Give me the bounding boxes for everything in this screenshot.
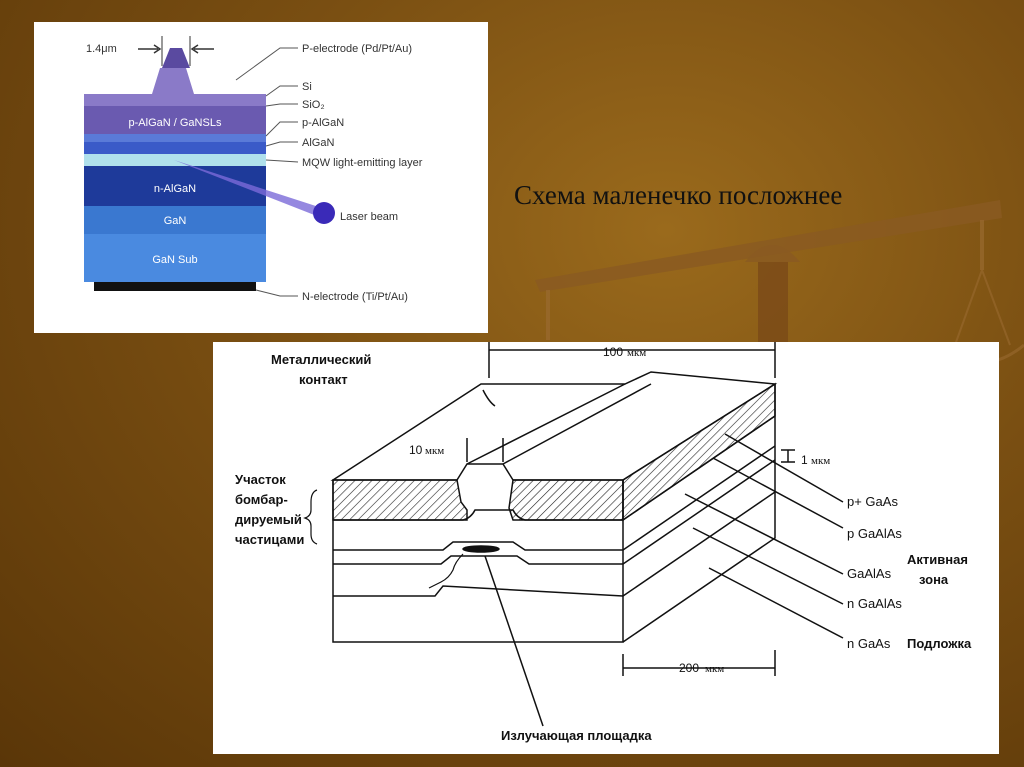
metal-contact-label-1: Металлический — [271, 352, 371, 367]
layer-n-electrode — [94, 282, 256, 291]
ridge-electrode — [162, 48, 190, 68]
layer-p-algan — [84, 134, 266, 142]
width-100-value: 100 — [603, 345, 623, 359]
width-200-value: 200 — [679, 661, 699, 675]
bombarded-label-2: бомбар- — [235, 492, 288, 507]
stripe-laser-schematic: 100 мкм 10 мкм 1 мкм 200 мкм Металлическ… — [235, 342, 972, 743]
gan-layer-stack: 1.4μm p-AlGaN / GaNSLs n-AlGaN GaN GaN S… — [84, 36, 423, 303]
label-gan: GaN — [164, 215, 187, 227]
callout-algan: AlGaN — [302, 137, 334, 149]
callout-n-electrode: N-electrode (Ti/Pt/Au) — [302, 291, 408, 303]
active-zone-label-1: Активная — [907, 552, 968, 567]
layer-label-p-plus-gaas: p+ GaAs — [847, 494, 898, 509]
layer-mqw — [84, 154, 266, 166]
callout-p-algan: p-AlGaN — [302, 117, 344, 129]
laser-beam-spot — [313, 202, 335, 224]
callout-si: Si — [302, 81, 312, 93]
thickness-1-unit: мкм — [811, 455, 830, 467]
width-10-unit: мкм — [425, 445, 444, 457]
substrate-label: Подложка — [907, 636, 972, 651]
callout-p-electrode: P-electrode (Pd/Pt/Au) — [302, 43, 412, 55]
callout-sio2: SiO₂ — [302, 99, 325, 111]
label-n-algan: n-AlGaN — [154, 183, 196, 195]
metal-contact-label-2: контакт — [299, 372, 348, 387]
width-10-value: 10 — [409, 443, 423, 457]
layer-algan — [84, 142, 266, 154]
layer-sio2 — [84, 68, 266, 106]
label-gan-sub: GaN Sub — [152, 254, 197, 266]
slide-caption: Схема маленечко посложнее — [514, 180, 843, 210]
layer-label-n-gaalas: n GaAlAs — [847, 596, 902, 611]
bombarded-label-1: Участок — [235, 472, 286, 487]
thickness-1-value: 1 — [801, 453, 808, 467]
width-100-unit: мкм — [627, 347, 646, 359]
stripe-laser-diagram: 100 мкм 10 мкм 1 мкм 200 мкм Металлическ… — [213, 342, 999, 754]
callout-mqw: MQW light-emitting layer — [302, 157, 423, 169]
layer-n-algan — [84, 166, 266, 206]
layer-label-n-gaas: n GaAs — [847, 636, 891, 651]
layer-label-gaalas: GaAlAs — [847, 566, 892, 581]
emitting-area-label: Излучающая площадка — [501, 728, 652, 743]
width-label: 1.4μm — [86, 43, 117, 55]
layer-label-p-gaalas: p GaAlAs — [847, 526, 902, 541]
callout-laser-beam: Laser beam — [340, 211, 398, 223]
gan-laser-diagram: 1.4μm p-AlGaN / GaNSLs n-AlGaN GaN GaN S… — [34, 22, 488, 333]
layer-gan-sub — [84, 234, 266, 282]
active-zone-label-2: зона — [919, 572, 949, 587]
layer-gan — [84, 206, 266, 234]
bombarded-label-3: дируемый — [235, 512, 302, 527]
layer-p-algan-sls — [84, 106, 266, 134]
laser-beam — [174, 160, 322, 218]
bombarded-label-4: частицами — [235, 532, 304, 547]
label-p-algan-sls: p-AlGaN / GaNSLs — [129, 117, 222, 129]
width-200-unit: мкм — [705, 663, 724, 675]
